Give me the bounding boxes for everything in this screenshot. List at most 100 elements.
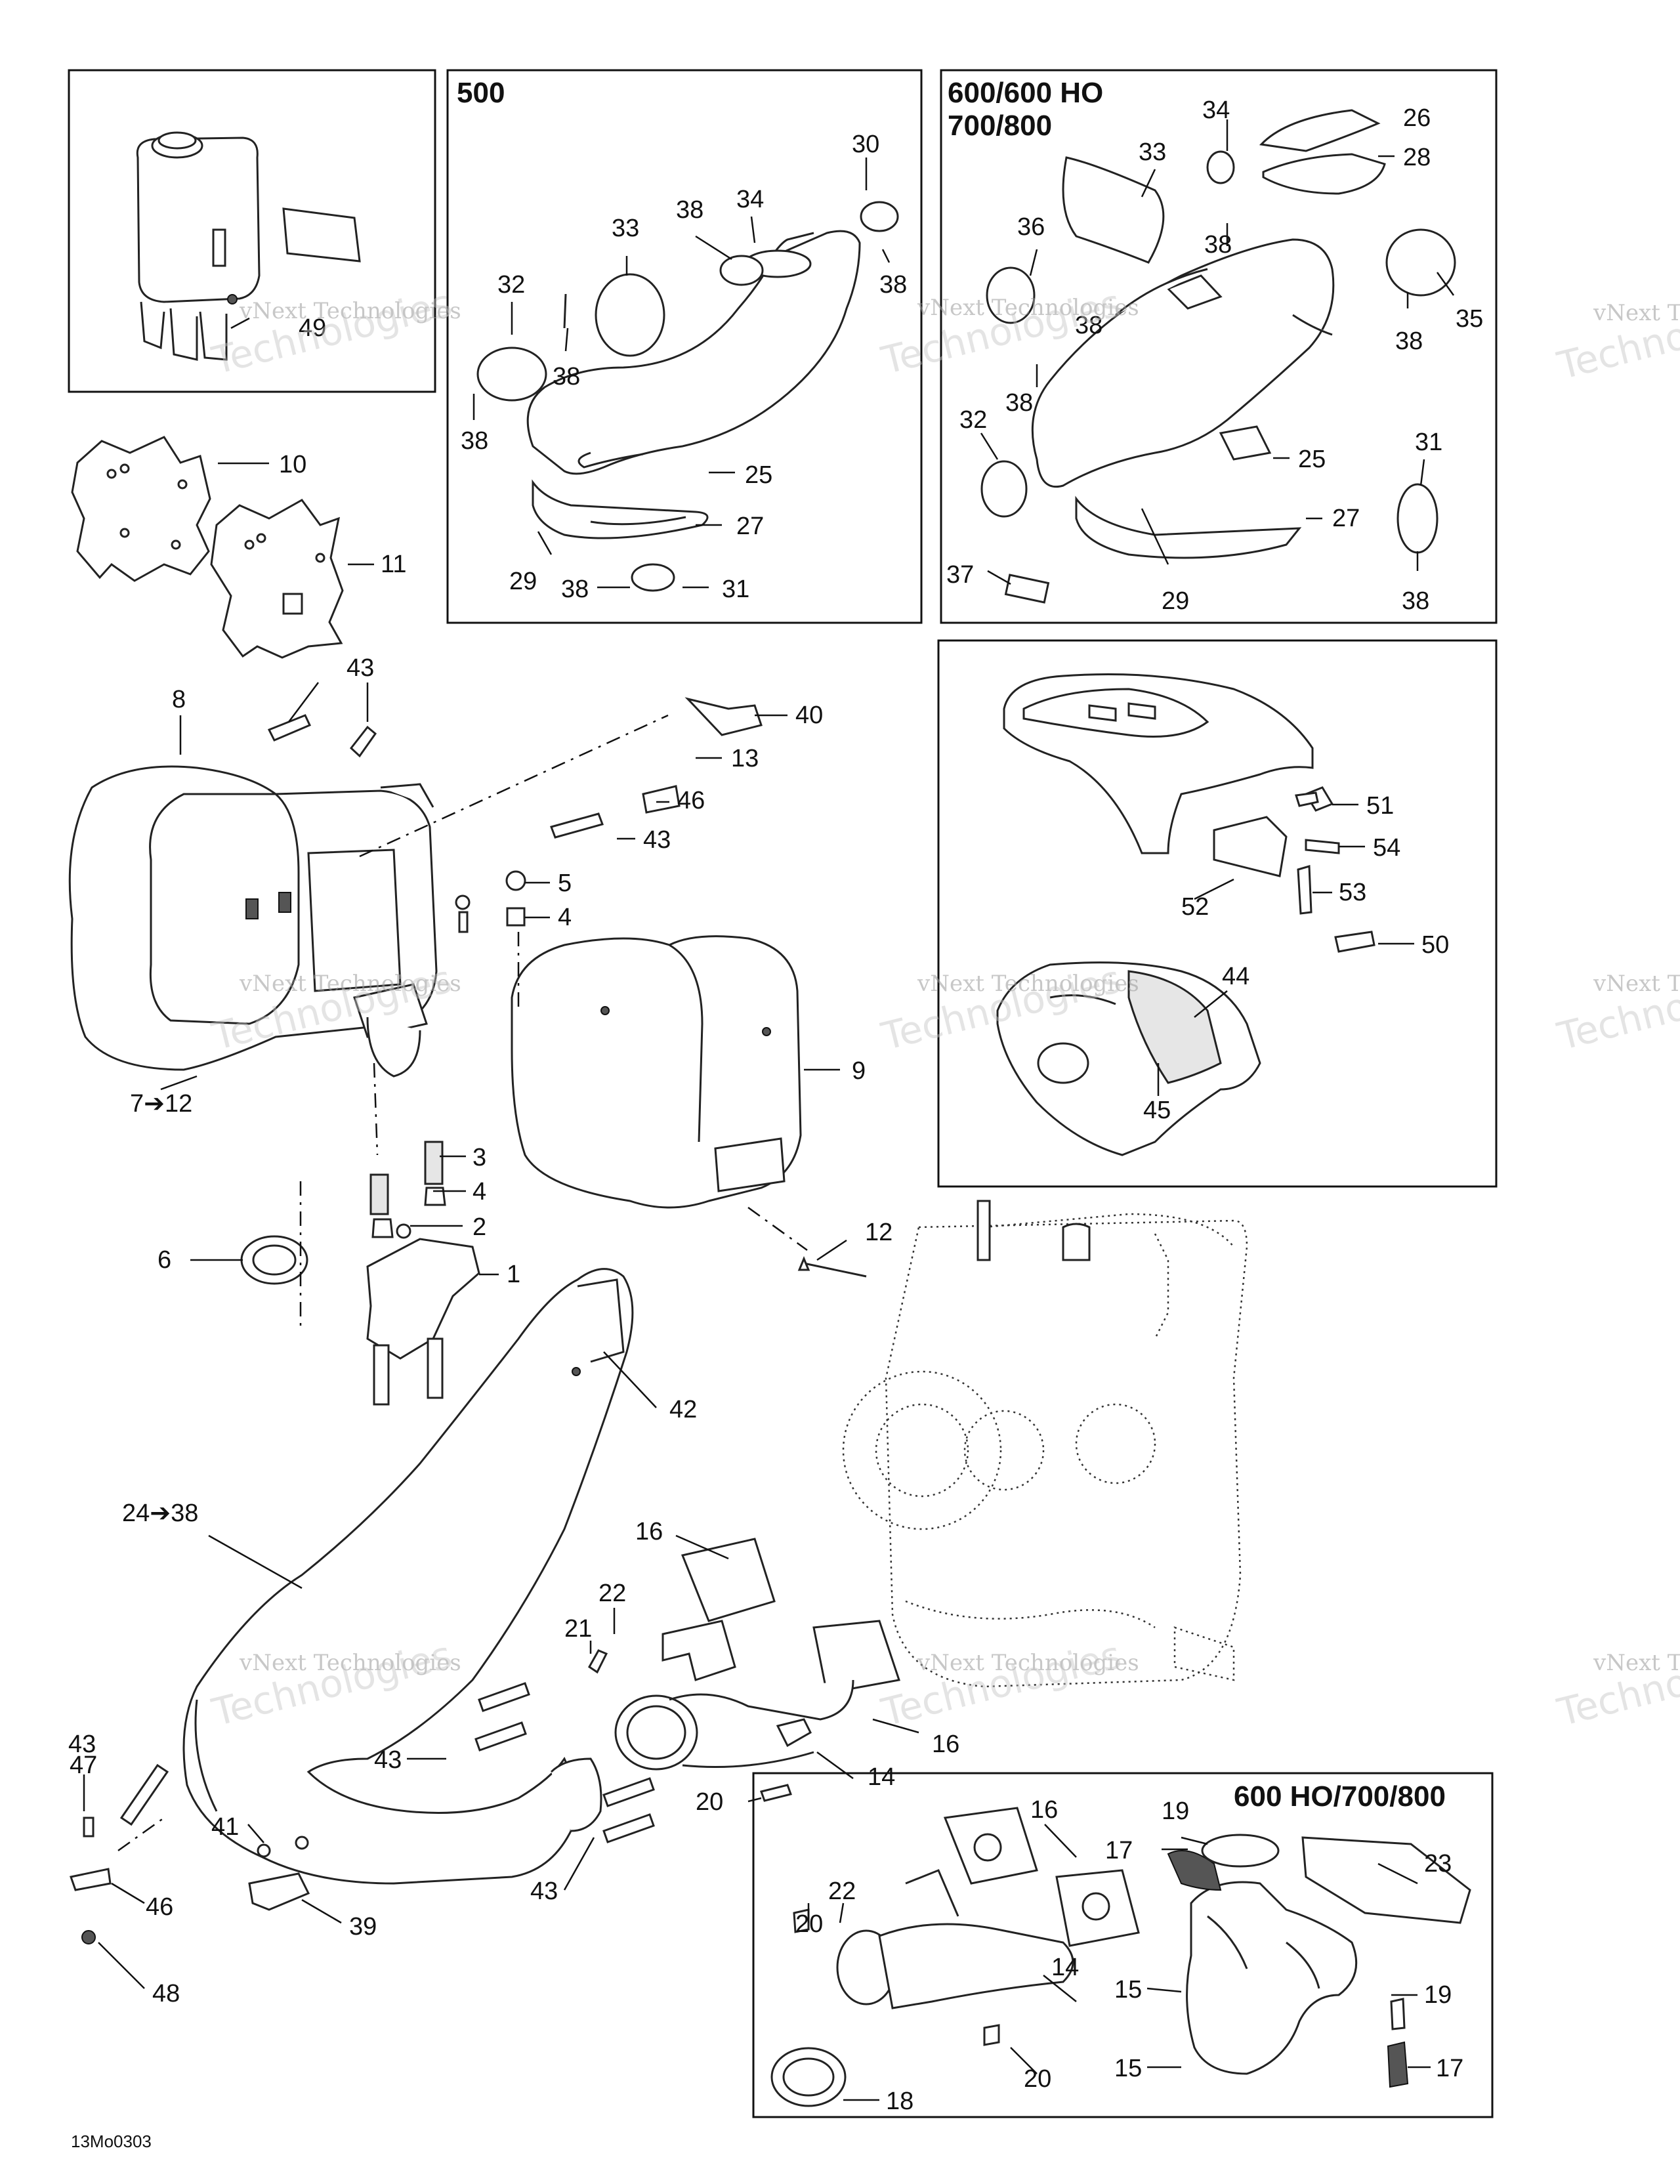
label-23: 23 xyxy=(1424,1850,1452,1878)
label-32b: 32 xyxy=(959,406,987,434)
label-38c: 38 xyxy=(461,427,488,455)
springs-500 xyxy=(476,201,899,592)
label-17a: 17 xyxy=(1105,1837,1133,1864)
y-pipe-15-springs-17-19 xyxy=(1167,1834,1471,2088)
label-5: 5 xyxy=(558,870,572,897)
label-29b: 29 xyxy=(1162,587,1189,615)
label-15b: 15 xyxy=(1114,2055,1142,2082)
assembly-line-5 xyxy=(747,1206,808,1251)
label-30: 30 xyxy=(852,131,879,158)
assembly-line-1 xyxy=(359,714,669,858)
box-title-600ho: 600 HO/700/800 xyxy=(1234,1780,1446,1813)
label-17b: 17 xyxy=(1436,2055,1463,2082)
oil-tank-illustration xyxy=(136,131,361,361)
label-49: 49 xyxy=(299,314,326,342)
svg-text:vNext Technologies: vNext Technologies xyxy=(1593,971,1680,997)
label-3: 3 xyxy=(472,1144,486,1171)
label-40: 40 xyxy=(795,702,823,729)
assembly-line-6 xyxy=(117,1816,165,1852)
label-33b: 33 xyxy=(1139,138,1166,166)
label-38d: 38 xyxy=(879,271,907,299)
label-38e: 38 xyxy=(561,576,589,603)
hood-inset-box xyxy=(937,639,1498,1188)
label-19a: 19 xyxy=(1162,1797,1189,1825)
label-9: 9 xyxy=(852,1057,866,1085)
springs-43-lower xyxy=(119,1682,655,1843)
label-43c: 43 xyxy=(374,1746,402,1774)
label-45: 45 xyxy=(1143,1097,1171,1124)
label-34a: 34 xyxy=(736,186,764,213)
leader-lines xyxy=(83,119,1455,2101)
label-20b: 20 xyxy=(795,1910,823,1938)
svg-text:Technologies: Technologies xyxy=(1553,1632,1680,1734)
label-51: 51 xyxy=(1366,792,1394,820)
label-29a: 29 xyxy=(509,568,537,595)
manifold-main xyxy=(588,1538,900,1802)
label-52: 52 xyxy=(1181,893,1209,921)
label-4b: 4 xyxy=(472,1178,486,1206)
label-14a: 14 xyxy=(868,1763,895,1791)
air-box-44-45 xyxy=(996,961,1261,1156)
svg-text:vNext Technologies: vNext Technologies xyxy=(917,295,1139,321)
svg-text:vNext Technologies: vNext Technologies xyxy=(239,1650,461,1676)
label-25b: 25 xyxy=(1298,446,1326,473)
label-16a: 16 xyxy=(635,1518,663,1545)
label-7-12: 7➔12 xyxy=(130,1090,192,1118)
label-19b: 19 xyxy=(1424,1981,1452,2009)
label-13: 13 xyxy=(731,745,759,772)
heat-shields-26-28 xyxy=(1259,109,1386,195)
label-50: 50 xyxy=(1421,931,1449,959)
label-48: 48 xyxy=(152,1980,180,2007)
label-43b: 43 xyxy=(643,826,671,854)
label-43e: 43 xyxy=(68,1731,96,1758)
label-43a: 43 xyxy=(346,654,374,682)
label-12: 12 xyxy=(865,1219,892,1246)
springs-43-upper xyxy=(267,697,763,839)
assembly-line-2 xyxy=(373,1062,379,1156)
muffler-8 xyxy=(68,765,438,1078)
label-20a: 20 xyxy=(696,1788,723,1816)
label-24-38: 24➔38 xyxy=(122,1500,198,1527)
label-18: 18 xyxy=(886,2088,914,2115)
label-37: 37 xyxy=(946,561,974,589)
label-27b: 27 xyxy=(1332,505,1360,532)
engine-illustration xyxy=(842,1200,1248,1688)
manifold-600ho xyxy=(770,1807,1140,2107)
label-38f: 38 xyxy=(1204,231,1232,259)
label-6: 6 xyxy=(158,1246,171,1274)
label-31b: 31 xyxy=(1415,429,1442,456)
part-labels: 49 10 11 30 33 38 34 32 38 38 38 25 27 2… xyxy=(68,96,1483,2115)
box-title-600-line2: 700/800 xyxy=(948,110,1052,142)
model-500-box xyxy=(446,69,923,624)
label-28: 28 xyxy=(1403,144,1431,171)
bracket-assembly xyxy=(240,870,867,1406)
brackets-39-46 xyxy=(70,1816,310,1944)
heat-shield-10 xyxy=(71,436,211,582)
label-32a: 32 xyxy=(497,271,525,299)
svg-text:vNext Technologies: vNext Technologies xyxy=(239,971,461,997)
oil-tank-inset-box xyxy=(68,69,436,393)
tuned-pipe-main xyxy=(182,1268,634,1885)
label-16b: 16 xyxy=(932,1731,959,1758)
label-15a: 15 xyxy=(1114,1976,1142,2004)
svg-text:vNext Technologies: vNext Technologies xyxy=(1593,1650,1680,1676)
box-title-500: 500 xyxy=(457,77,505,109)
label-38j: 38 xyxy=(1402,587,1429,615)
svg-text:Technologies: Technologies xyxy=(877,1632,1125,1734)
label-38g: 38 xyxy=(1075,312,1102,339)
diagram-code: 13Mo0303 xyxy=(71,2132,152,2151)
tuned-pipe-600 xyxy=(1031,238,1335,559)
label-42: 42 xyxy=(669,1396,697,1423)
label-35: 35 xyxy=(1456,305,1483,333)
svg-text:vNext Technologies: vNext Technologies xyxy=(1593,300,1680,326)
label-54: 54 xyxy=(1373,834,1400,862)
label-38a: 38 xyxy=(676,196,704,224)
label-16c: 16 xyxy=(1030,1796,1058,1824)
label-4a: 4 xyxy=(558,904,572,931)
label-46b: 46 xyxy=(146,1893,173,1921)
label-38i: 38 xyxy=(1395,327,1423,355)
label-47: 47 xyxy=(70,1752,97,1779)
label-22b: 22 xyxy=(828,1878,856,1905)
label-8: 8 xyxy=(172,686,186,713)
